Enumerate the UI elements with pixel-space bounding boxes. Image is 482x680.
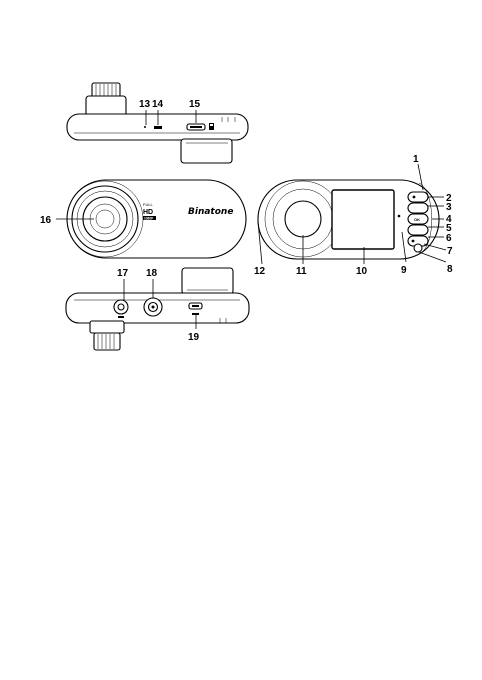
callout-13: 13 — [139, 99, 151, 110]
svg-text:FULL: FULL — [143, 202, 154, 207]
lens-barrel-top — [181, 139, 232, 163]
svg-text:1080P: 1080P — [144, 216, 154, 220]
microphone-slot — [154, 126, 162, 129]
emergency-button — [414, 244, 422, 252]
callout-18: 18 — [146, 268, 158, 279]
callout-12: 12 — [254, 266, 266, 277]
mount-knob-top — [86, 83, 126, 116]
sd-card-icon — [209, 123, 214, 130]
status-led — [398, 215, 401, 218]
menu-button — [408, 203, 428, 213]
callout-15: 15 — [189, 99, 201, 110]
brand-logo: Binatone — [188, 207, 233, 217]
callout-3: 3 — [446, 202, 452, 213]
front-view: FULL HD 1080P Binatone 16 — [40, 180, 246, 258]
callout-6: 6 — [446, 233, 452, 244]
callout-14: 14 — [152, 99, 164, 110]
svg-text:HD: HD — [143, 209, 153, 216]
callout-17: 17 — [117, 268, 129, 279]
lcd-screen — [332, 190, 394, 249]
tripod-socket — [144, 298, 162, 316]
bottom-view: 17 18 19 — [66, 268, 249, 350]
mount-knob-bottom — [90, 321, 124, 350]
callout-8: 8 — [447, 264, 453, 275]
reset-hole — [144, 126, 146, 128]
callout-1: 1 — [413, 154, 419, 165]
callout-16: 16 — [40, 215, 52, 226]
top-view: 13 14 15 — [67, 83, 248, 163]
svg-text:OK: OK — [414, 217, 420, 222]
lens-barrel-bottom — [182, 268, 233, 294]
rear-view: OK 1 2 3 4 5 6 7 8 9 10 11 12 — [254, 154, 453, 277]
callout-9: 9 — [401, 265, 407, 276]
down-button — [408, 225, 428, 235]
callout-10: 10 — [356, 266, 368, 277]
callout-19: 19 — [188, 332, 200, 343]
power-button — [408, 192, 428, 202]
callout-7: 7 — [447, 246, 453, 257]
callout-11: 11 — [296, 266, 307, 277]
